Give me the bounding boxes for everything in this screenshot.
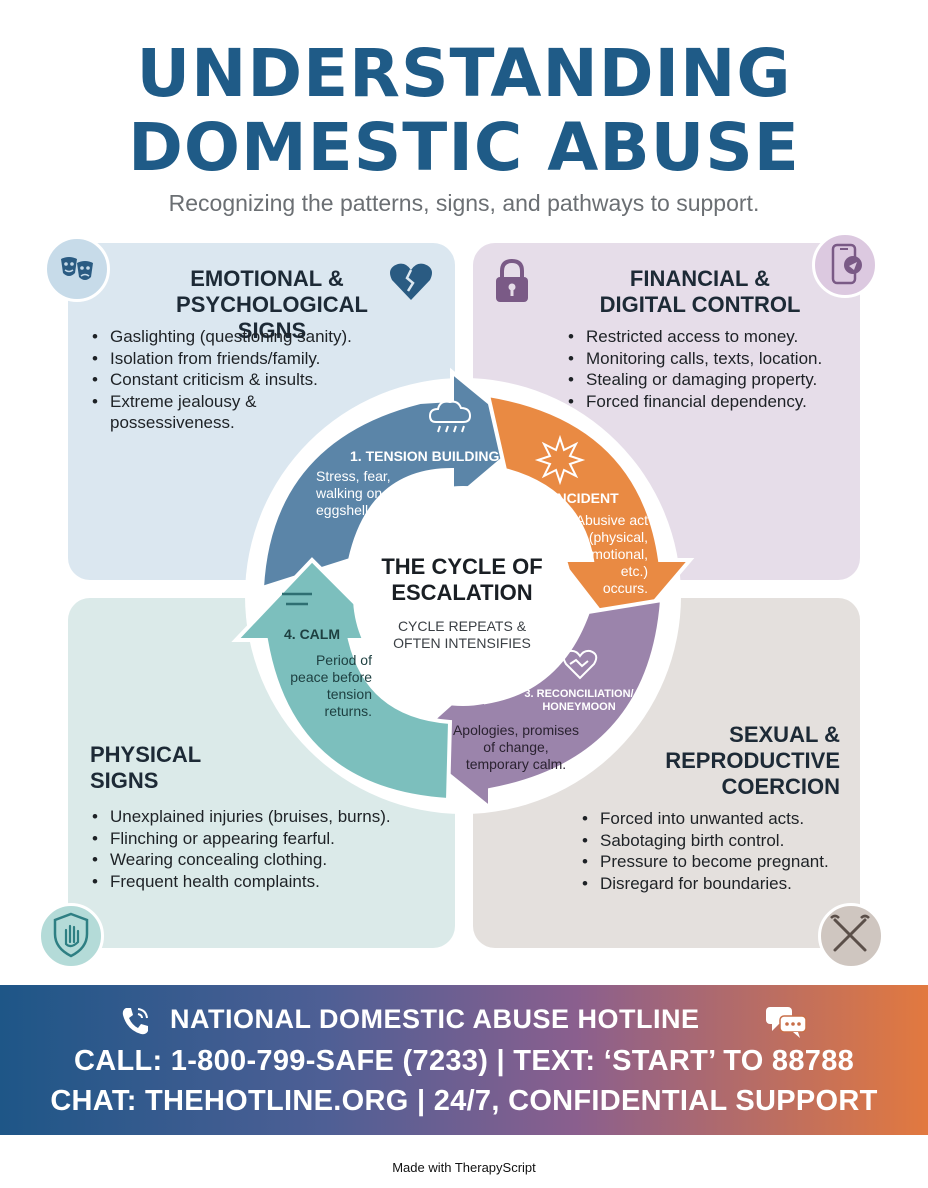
- stage-body-tension: Stress, fear, walking on eggshells.: [316, 468, 436, 519]
- hotline-title: NATIONAL DOMESTIC ABUSE HOTLINE: [170, 1004, 700, 1034]
- cycle-subtitle-line1: CYCLE REPEATS &: [397, 618, 527, 634]
- calm-lines-icon: [282, 592, 312, 606]
- emotional-title-line1: EMOTIONAL &: [190, 266, 344, 291]
- financial-title: FINANCIAL & DIGITAL CONTROL: [570, 266, 830, 318]
- stage-arrow-calm: [231, 557, 453, 803]
- stage-body-line: Abusive act: [575, 512, 648, 528]
- sexual-list: Forced into unwanted acts. Sabotaging bi…: [580, 808, 860, 894]
- physical-title-line1: PHYSICAL: [90, 742, 202, 767]
- financial-list: Restricted access to money. Monitoring c…: [566, 326, 856, 412]
- list-item: Gaslighting (questioning sanity).: [90, 326, 420, 348]
- list-item-continuation: possessiveness.: [110, 413, 235, 432]
- page-subtitle: Recognizing the patterns, signs, and pat…: [168, 190, 760, 216]
- stage-body-reconciliation: Apologies, promises of change, temporary…: [446, 722, 586, 773]
- stage-label-line: 3. RECONCILIATION/: [524, 688, 634, 700]
- broken-heart-icon: [388, 260, 434, 307]
- physical-title-line2: SIGNS: [90, 768, 159, 793]
- stage-body-line: emotional,: [583, 546, 648, 562]
- list-item: Frequent health complaints.: [90, 871, 440, 893]
- chat-bubbles-icon: [764, 1004, 808, 1045]
- list-item: Constant criticism & insults.: [90, 369, 420, 391]
- cycle-title: THE CYCLE OF ESCALATION: [362, 554, 562, 606]
- crossed-hands-icon: [818, 903, 884, 969]
- sexual-title-line1: SEXUAL &: [729, 722, 840, 747]
- page-title-line1: UNDERSTANDING: [136, 35, 792, 112]
- stage-body-line: Period of: [315, 652, 372, 668]
- cycle-subtitle-line2: OFTEN INTENSIFIES: [393, 635, 531, 651]
- explosion-icon: [534, 434, 586, 486]
- hotline-call-text: CALL: 1-800-799-SAFE (7233) | TEXT: ‘STA…: [73, 1045, 855, 1077]
- stage-body-line: of change,: [483, 739, 549, 755]
- list-item: Stealing or damaging property.: [566, 369, 856, 391]
- list-item: Restricted access to money.: [566, 326, 856, 348]
- stage-body-line: Apologies, promises: [452, 722, 580, 738]
- stage-label-reconciliation: 3. RECONCILIATION/ HONEYMOON: [514, 688, 644, 714]
- list-item: Pressure to become pregnant.: [580, 851, 860, 873]
- stage-body-line: occurs.: [602, 580, 648, 596]
- list-item: Wearing concealing clothing.: [90, 849, 440, 871]
- stage-body-line: walking on: [316, 485, 383, 501]
- stage-body-line: returns.: [324, 703, 372, 719]
- footer-credit: Made with TherapyScript: [392, 1160, 536, 1175]
- financial-title-line2: DIGITAL CONTROL: [599, 292, 801, 317]
- handshake-heart-icon: [562, 649, 598, 680]
- padlock-icon: [492, 258, 532, 309]
- stage-label-calm: 4. CALM: [284, 626, 340, 642]
- stage-body-line: tension: [326, 686, 372, 702]
- stage-body-line: temporary calm.: [465, 756, 567, 772]
- hotline-chat-text: CHAT: THEHOTLINE.ORG | 24/7, CONFIDENTIA…: [50, 1085, 878, 1117]
- cycle-subtitle: CYCLE REPEATS & OFTEN INTENSIFIES: [372, 618, 552, 652]
- stage-body-line: eggshells.: [316, 502, 380, 518]
- list-item: Forced financial dependency.: [566, 391, 856, 413]
- physical-title: PHYSICAL SIGNS: [90, 742, 290, 794]
- stage-body-line: peace before: [290, 669, 372, 685]
- list-item: Extreme jealousy &: [90, 391, 420, 413]
- list-item: Isolation from friends/family.: [90, 348, 420, 370]
- stage-body-line: etc.): [620, 563, 648, 579]
- list-item: Disregard for boundaries.: [580, 873, 860, 895]
- financial-title-line1: FINANCIAL &: [629, 266, 771, 291]
- phone-location-icon: [812, 232, 878, 298]
- cycle-title-line2: ESCALATION: [391, 580, 533, 605]
- shield-hand-icon: [38, 903, 104, 969]
- stage-label-incident: 2. INCIDENT: [537, 490, 619, 506]
- page-title-line2: DOMESTIC ABUSE: [128, 109, 800, 186]
- list-item: Monitoring calls, texts, location.: [566, 348, 856, 370]
- phone-icon: [118, 1004, 152, 1043]
- list-item: Sabotaging birth control.: [580, 830, 860, 852]
- stage-body-line: Stress, fear,: [316, 468, 391, 484]
- stage-body-calm: Period of peace before tension returns.: [282, 652, 372, 720]
- list-item: Unexplained injuries (bruises, burns).: [90, 806, 440, 828]
- cycle-title-line1: THE CYCLE OF: [381, 554, 543, 579]
- cycle-center: [353, 486, 573, 706]
- list-item: Flinching or appearing fearful.: [90, 828, 440, 850]
- physical-list: Unexplained injuries (bruises, burns). F…: [90, 806, 440, 892]
- emotional-list: Gaslighting (questioning sanity). Isolat…: [90, 326, 420, 434]
- theater-masks-icon: [44, 236, 110, 302]
- list-item: Forced into unwanted acts.: [580, 808, 860, 830]
- stage-body-incident: Abusive act (physical, emotional, etc.) …: [552, 512, 648, 597]
- stage-body-line: (physical,: [588, 529, 648, 545]
- stage-label-tension: 1. TENSION BUILDING: [350, 448, 500, 464]
- sexual-title-line3: COERCION: [721, 774, 840, 799]
- stage-arrow-reconciliation: [404, 597, 665, 813]
- sexual-title: SEXUAL & REPRODUCTIVE COERCION: [640, 722, 840, 800]
- storm-cloud-icon: [428, 400, 472, 433]
- sexual-title-line2: REPRODUCTIVE: [665, 748, 840, 773]
- stage-arrow-incident: [485, 392, 695, 644]
- stage-label-line: HONEYMOON: [542, 701, 616, 713]
